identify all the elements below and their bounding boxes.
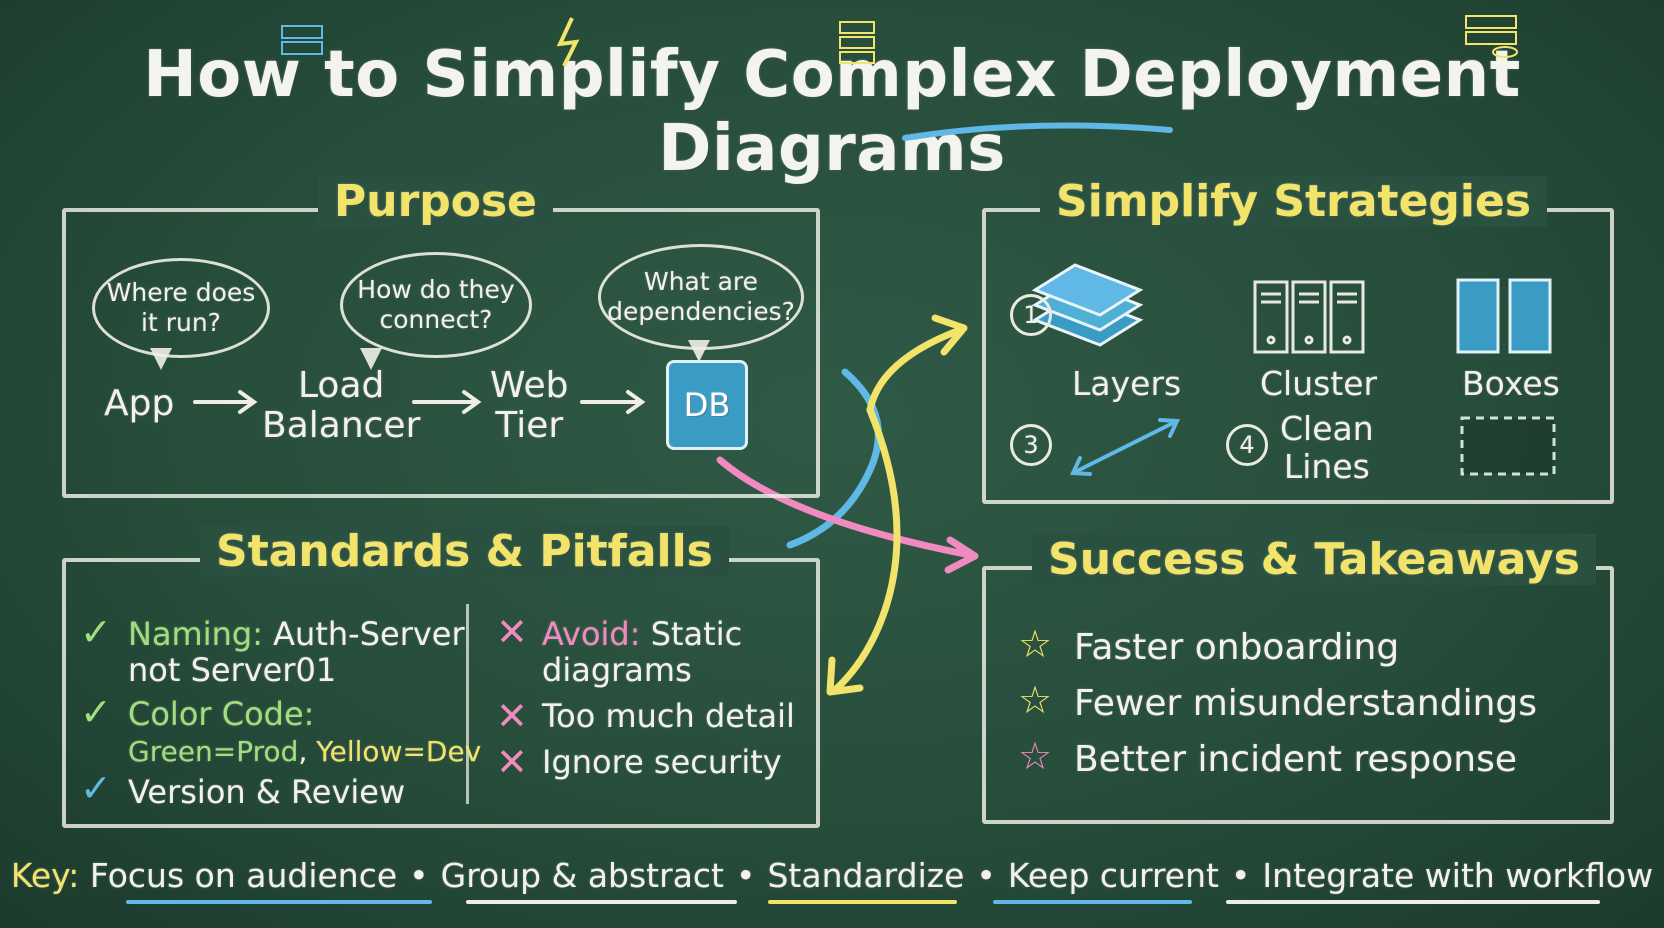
cross-icon: ✕ [496,740,528,784]
server-stack-icon [839,21,875,64]
strategy-number: 3 [1010,424,1052,466]
strategies-title: Simplify Strategies [1040,176,1548,227]
flow-arrows [193,390,646,414]
question-bubble-how: How do they connect? [340,252,532,358]
takeaway-item: Faster onboarding [1074,627,1400,668]
database-stack-icon [1465,15,1518,58]
flow-node-load-balancer: Load Balancer [262,365,421,446]
takeaway-item: Better incident response [1074,739,1517,780]
bubble-tail [150,348,172,370]
purpose-title: Purpose [318,176,554,227]
key-separator: • [409,856,429,895]
key-item: Group & abstract [440,856,724,895]
star-icon: ☆ [1018,622,1053,666]
success-title: Success & Takeaways [1032,534,1596,585]
pink-connector-arrow [716,456,974,559]
star-icon: ☆ [1018,678,1053,722]
key-item: Integrate with workflow [1262,856,1654,895]
good-practice-color-code-line2: Green=Prod, Yellow=Dev [128,735,482,768]
flow-node-web-tier: Web Tier [490,365,569,446]
key-item: Keep current [1007,856,1219,895]
standards-title: Standards & Pitfalls [200,526,729,577]
pitfall-ignore-security: Ignore security [542,743,782,781]
standards-divider [466,604,469,804]
good-practice-color-code: Color Code: [128,695,315,733]
strategy-label-clean-lines: Clean Lines [1280,409,1374,486]
good-practice-version-review: Version & Review [128,773,406,811]
pitfall-avoid-static: Avoid: Static [542,615,743,653]
check-icon: ✓ [80,766,112,810]
lightning-icon [556,17,580,67]
server-icon [281,25,323,55]
flow-node-app: App [104,383,175,424]
check-icon: ✓ [80,610,112,654]
strategy-number: 4 [1226,424,1268,466]
key-separator: • [976,856,996,895]
takeaway-item: Fewer misunderstandings [1074,683,1538,724]
pitfall-too-much-detail: Too much detail [542,697,795,735]
key-separator: • [1230,856,1251,895]
dashed-box-icon [1460,416,1556,476]
cluster-icon [1253,280,1365,354]
clean-line-icon [1069,418,1181,476]
cross-icon: ✕ [496,694,528,738]
flow-node-db: DB [666,360,748,450]
bubble-tail [360,348,382,370]
key-separator: • [736,856,756,895]
title-underline [902,122,1173,141]
bubble-tail [688,340,710,362]
page-title: How to Simplify Complex Deployment Diagr… [143,38,1521,186]
strategy-label-layers: Layers [1072,364,1182,403]
boxes-icon [1456,278,1552,354]
strategy-label-cluster: Cluster [1260,364,1378,403]
question-bubble-where: Where does it run? [92,258,270,358]
key-label: Key: [10,856,80,895]
key-item: Focus on audience [89,856,398,895]
good-practice-naming: Naming: Auth-Server [128,615,465,653]
strategy-label-boxes: Boxes [1462,364,1560,403]
check-icon: ✓ [80,690,112,734]
yellow-down-arrow [831,406,901,694]
key-footer: Key: Focus on audience • Group & abstract •… [0,856,1664,895]
yellow-up-arrow [866,326,964,414]
strategy-number: 1 [1010,294,1052,336]
star-icon: ☆ [1018,734,1053,778]
cross-icon: ✕ [496,610,528,654]
good-practice-naming-line2: not Server01 [128,651,337,689]
question-bubble-what: What are dependencies? [598,244,804,350]
pitfall-avoid-static-line2: diagrams [542,651,692,689]
blue-connector-arrow [786,368,882,549]
key-item: Standardize [767,856,965,895]
